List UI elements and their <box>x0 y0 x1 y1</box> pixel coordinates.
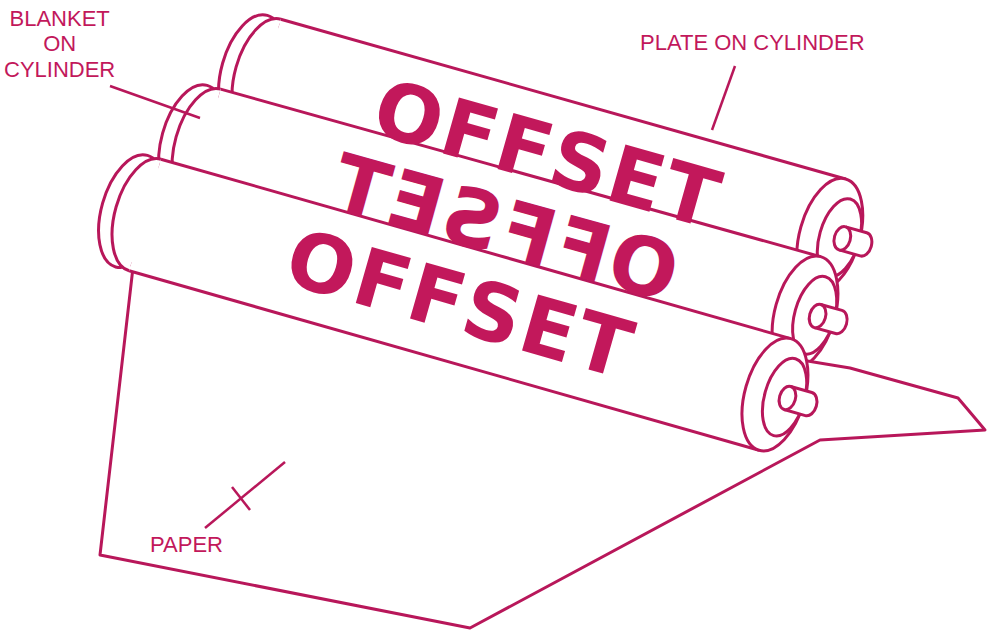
part-label: PLATE ON CYLINDER <box>640 30 865 55</box>
part-label: PAPER <box>150 532 223 557</box>
leader-line <box>712 66 735 130</box>
leader-line <box>205 462 285 528</box>
leader-line <box>110 86 200 118</box>
leader-line <box>232 487 250 510</box>
part-label: BLANKET ON CYLINDER <box>4 6 115 82</box>
